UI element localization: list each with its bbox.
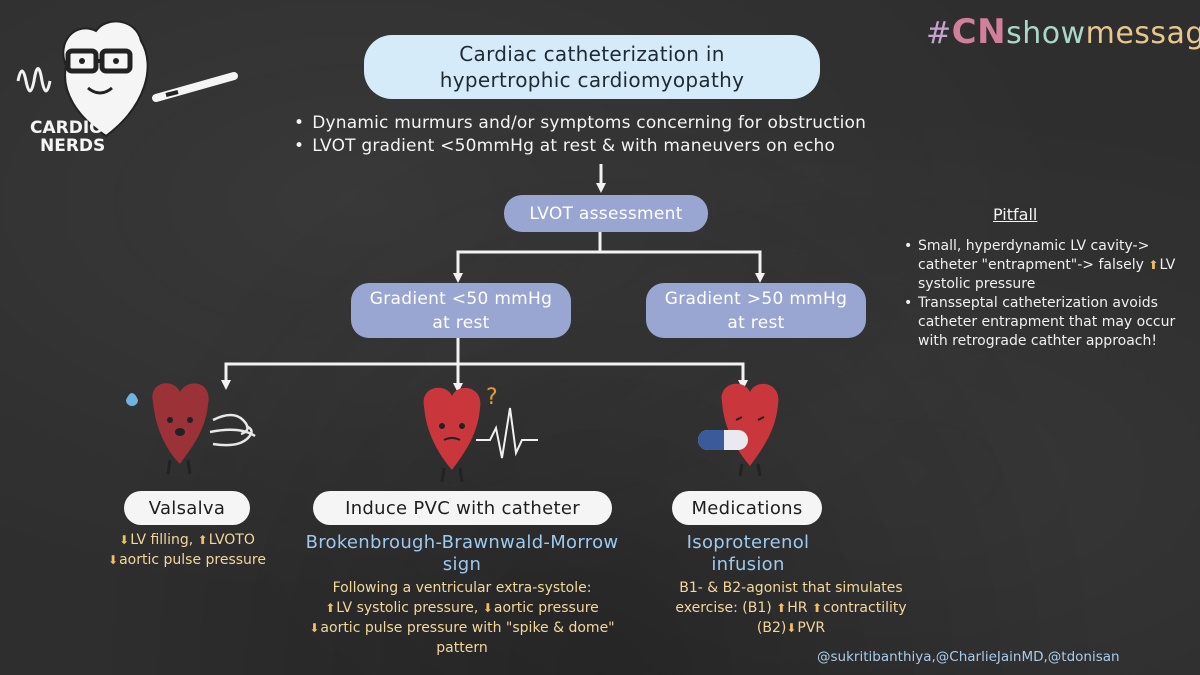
up-arrow-text: LVOTO — [198, 532, 255, 548]
pitfall-bullet: Small, hyperdynamic LV cavity-> catheter… — [904, 237, 1190, 294]
down-arrow-text: aortic pressure — [483, 600, 599, 616]
induce-pvc-pill: Induce PVC with catheter — [313, 491, 612, 525]
hashtag-cn: CN — [951, 12, 1007, 52]
down-arrow-text: LV filling, — [119, 532, 198, 548]
medications-details: B1- & B2-agonist that simulates exercise:… — [636, 578, 946, 638]
detail-line: pattern — [250, 638, 674, 658]
up-arrow-text: LV systolic pressure, — [325, 600, 483, 616]
connector-to-medications — [458, 362, 748, 390]
up-arrow-text: contractility — [812, 600, 907, 616]
heart-with-pill-icon — [698, 383, 779, 477]
connector-to-valsalva — [221, 362, 458, 390]
lvot-assessment-label: LVOT assessment — [529, 203, 683, 224]
detail-line: LV systolic pressure, aortic pressure — [250, 598, 674, 618]
detail-line: aortic pulse pressure — [62, 550, 312, 570]
title-line-1: Cardiac catheterization in — [459, 42, 725, 66]
hashtag-message: message — [1085, 16, 1200, 51]
detail-line: Following a ventricular extra-systole: — [250, 578, 674, 598]
gradient-high-line-1: Gradient >50 mmHg — [664, 288, 848, 309]
down-arrow-text: PVR — [786, 620, 825, 636]
down-arrow-text: aortic pulse pressure — [108, 552, 266, 568]
medications-subtitle-line: Isoproterenol — [686, 532, 810, 553]
cartoon-heart-mascot-icon — [16, 20, 238, 138]
pitfall-title: Pitfall — [993, 205, 1038, 224]
detail-line: B1- & B2-agonist that simulates — [636, 578, 946, 598]
gradient-high-node: Gradient >50 mmHg at rest — [646, 283, 866, 338]
hashtag-prefix: # — [926, 16, 952, 51]
lvot-assessment-node: LVOT assessment — [504, 195, 708, 232]
hashtag-cnshowmessage: #CNshowmessage — [926, 12, 1200, 52]
intro-bullet: LVOT gradient <50mmHg at rest & with man… — [294, 135, 866, 158]
gradient-low-node: Gradient <50 mmHg at rest — [351, 283, 571, 338]
detail-text: Small, hyperdynamic LV cavity-> catheter… — [918, 238, 1150, 273]
intro-bullet: Dynamic murmurs and/or symptoms concerni… — [294, 112, 866, 135]
intro-bullets: Dynamic murmurs and/or symptoms concerni… — [294, 112, 866, 158]
logo-text-nerds: NERDS — [40, 136, 106, 156]
heart-with-ecg-icon: ? — [423, 385, 538, 483]
detail-text: Transseptal catheterization avoids cathe… — [918, 295, 1176, 349]
pvc-subtitle-line: Brokenbrough-Brawnwald-Morrow — [305, 532, 619, 553]
pitfall-bullets: Small, hyperdynamic LV cavity-> catheter… — [904, 237, 1190, 351]
pvc-subtitle: Brokenbrough-Brawnwald-Morrow sign — [262, 532, 662, 576]
valsalva-label: Valsalva — [148, 497, 226, 519]
author-handles: @sukritibanthiya,@CharlieJainMD,@tdonisa… — [817, 649, 1120, 665]
up-arrow-text: HR — [776, 600, 812, 616]
medications-subtitle: Isoproterenol infusion — [636, 532, 860, 576]
medications-subtitle-line: infusion — [711, 554, 785, 575]
detail-line: aortic pulse pressure with "spike & dome… — [250, 618, 674, 638]
medications-label: Medications — [691, 497, 803, 519]
gradient-high-line-2: at rest — [727, 312, 785, 333]
connector-assessment-split — [453, 232, 602, 283]
detail-text: B1- & B2-agonist that simulates — [679, 580, 903, 596]
valsalva-pill: Valsalva — [124, 491, 250, 525]
detail-line: LV filling, LVOTO — [62, 530, 312, 550]
logo-text-cardio: CARDIO — [30, 118, 104, 138]
gradient-low-line-1: Gradient <50 mmHg — [369, 288, 553, 309]
pvc-details: Following a ventricular extra-systole: LV… — [250, 578, 674, 658]
detail-text: Following a ventricular extra-systole: — [332, 580, 592, 596]
hashtag-show: show — [1006, 16, 1086, 51]
svg-text:?: ? — [486, 385, 498, 410]
medications-pill: Medications — [672, 491, 822, 525]
down-arrow-text: aortic pulse pressure with "spike & dome… — [309, 620, 614, 636]
detail-text: (B2) — [756, 620, 787, 636]
induce-pvc-label: Induce PVC with catheter — [345, 497, 580, 519]
detail-text: exercise: (B1) — [675, 600, 777, 616]
page-title: Cardiac catheterization in hypertrophic … — [364, 35, 820, 99]
pitfall-bullet: Transseptal catheterization avoids cathe… — [904, 294, 1190, 351]
detail-line: exercise: (B1) HR contractility — [636, 598, 946, 618]
pvc-subtitle-line: sign — [442, 554, 482, 575]
title-line-2: hypertrophic cardiomyopathy — [439, 68, 745, 92]
heart-with-wind-icon — [126, 383, 256, 475]
gradient-low-line-2: at rest — [432, 312, 490, 333]
detail-text: pattern — [436, 640, 488, 656]
valsalva-details: LV filling, LVOTO aortic pulse pressure — [62, 530, 312, 570]
detail-line: (B2)PVR — [636, 618, 946, 638]
connector-assessment-high — [600, 250, 765, 283]
cardionerds-logo: CARDIO NERDS — [6, 6, 246, 166]
